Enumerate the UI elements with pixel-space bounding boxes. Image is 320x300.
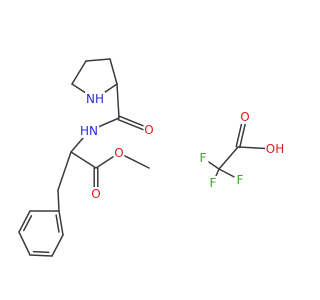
atom-label-o: OH (266, 142, 284, 156)
atom-label-background (79, 124, 99, 138)
bond-ca-c9 (70, 151, 97, 169)
atom-label-f: F (237, 173, 244, 187)
atom-label-o: O (240, 110, 249, 124)
bond-p2-p3 (51, 234, 64, 257)
bond-a3-a4 (109, 58, 118, 85)
bond-c6-o1-a (117, 118, 150, 133)
bond-p1-p2 (58, 210, 64, 236)
bond-p4-p5 (18, 231, 31, 256)
bond-layer (18, 58, 276, 257)
atom-label-f: F (200, 151, 207, 165)
atom-label-background (143, 123, 155, 137)
bond-cb-p1 (57, 189, 60, 212)
atom-label-background (234, 173, 246, 187)
bond-p5-p6 (18, 210, 31, 233)
atom-label-background (90, 187, 102, 201)
atom-label-background (85, 92, 105, 106)
bond-p5-p6-inner (23, 215, 33, 232)
bond-p1-p2-inner (55, 214, 60, 233)
atom-label-f: F (210, 176, 217, 190)
atom-label-o: O (91, 187, 100, 201)
atom-label-background (197, 151, 209, 165)
atom-label-background (239, 110, 251, 124)
atom-label-background (207, 176, 219, 190)
atom-label-n: NH (86, 92, 104, 106)
bond-a4-c6 (116, 83, 120, 119)
atom-label-background (113, 146, 125, 160)
atom-label-background (265, 142, 285, 156)
atom-label-n: HN (80, 124, 98, 138)
bond-a2-a3 (85, 58, 111, 62)
atom-label-o: O (144, 123, 153, 137)
bond-a1-a2 (71, 60, 87, 85)
atom-label-o: O (114, 146, 123, 160)
bond-t1-t2 (218, 146, 239, 170)
bond-ca-cb (57, 151, 72, 191)
bond-p3-p4 (29, 254, 53, 257)
bond-p3-p4-inner (32, 250, 50, 254)
